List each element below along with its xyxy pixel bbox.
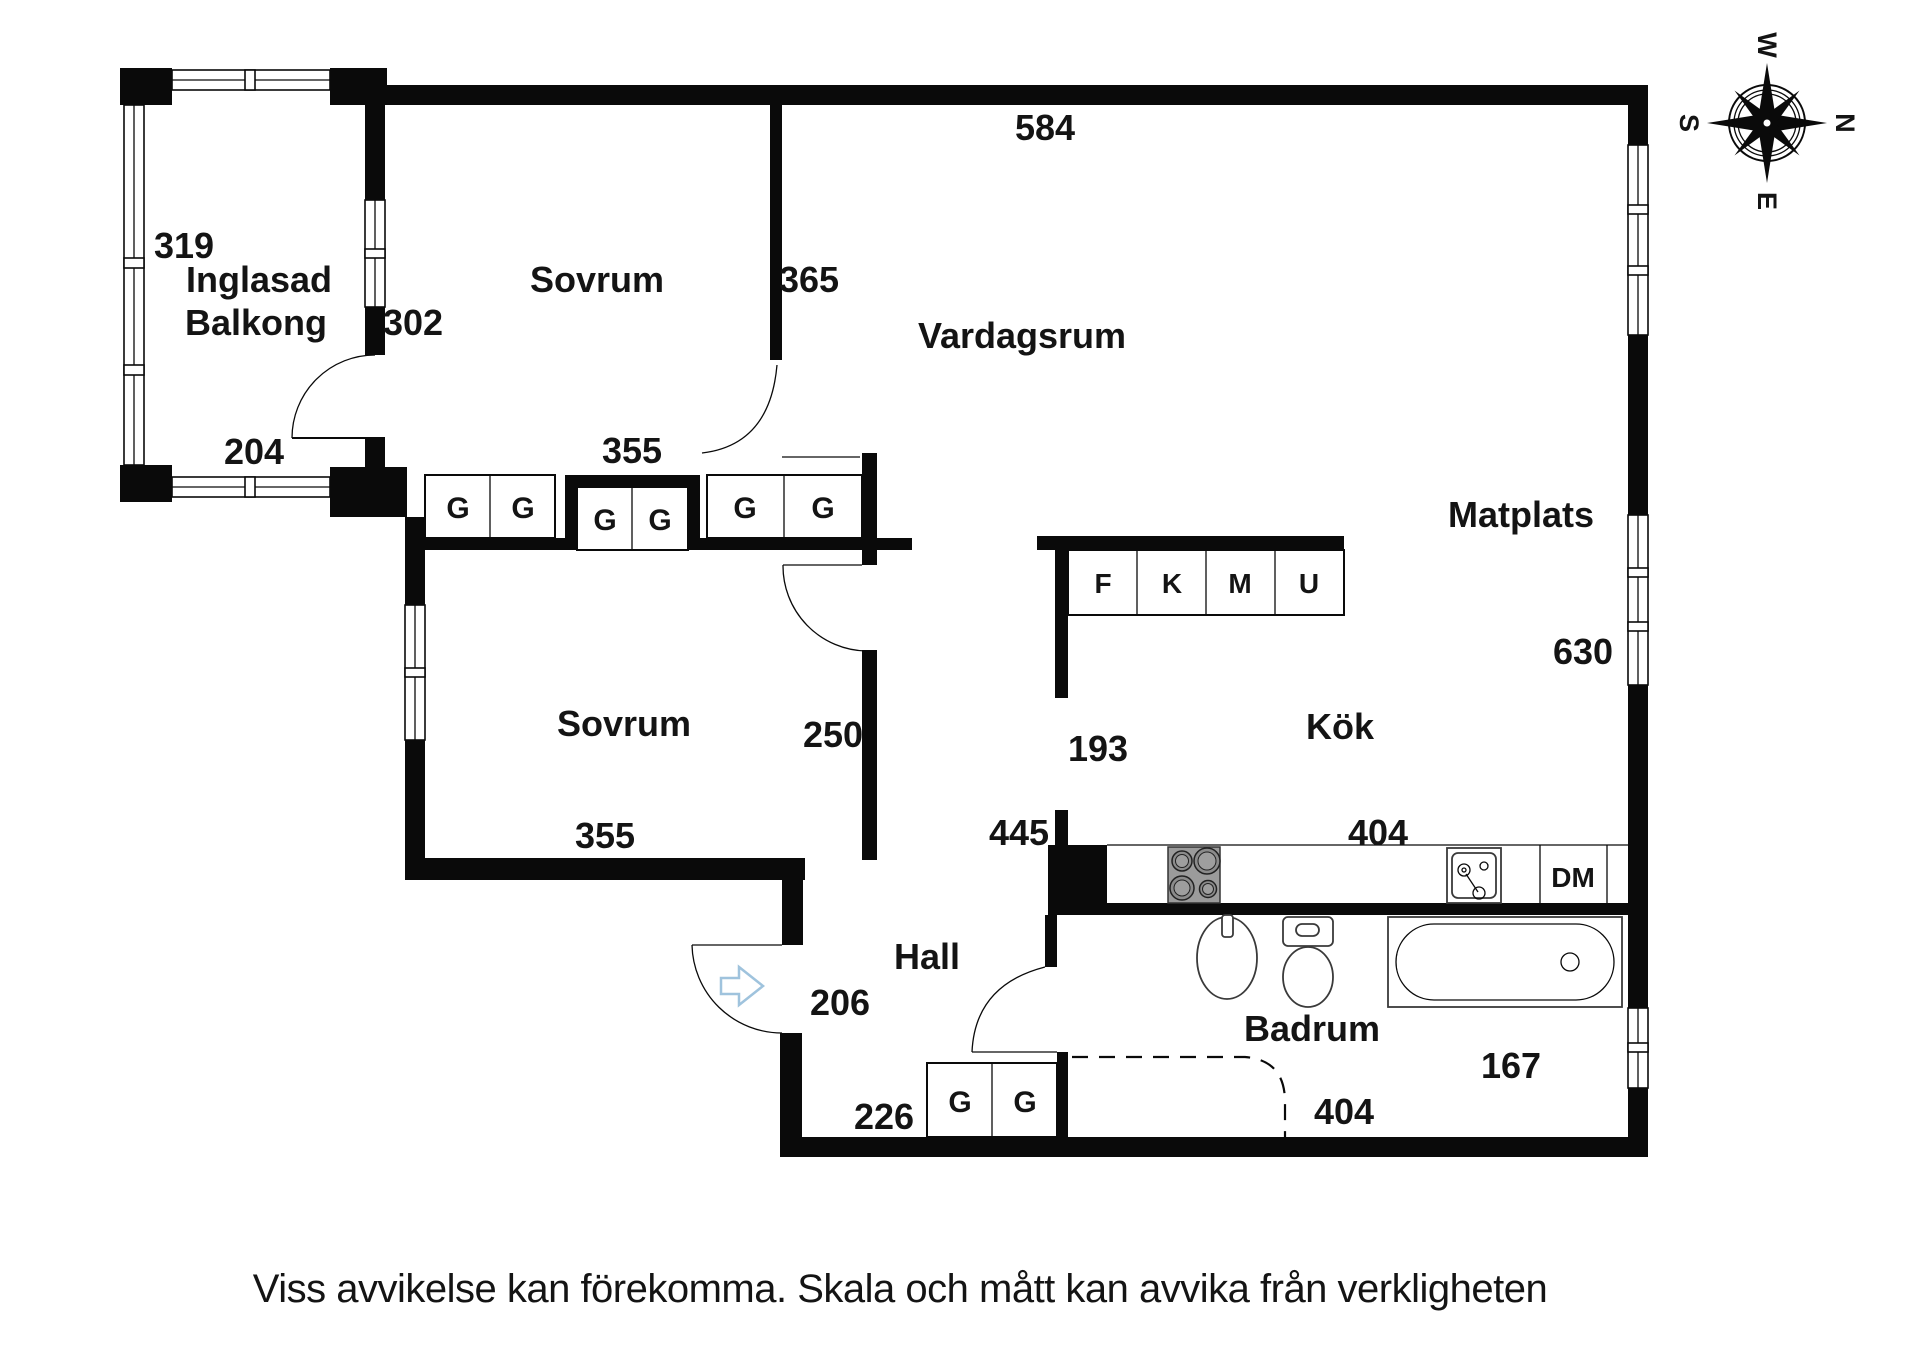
cabinet-k-label: K <box>1162 568 1182 599</box>
wardrobe-g-label: G <box>648 504 671 537</box>
dim-hall-entry: 206 <box>810 982 870 1023</box>
dim-bedroom1-wall: 365 <box>779 259 839 300</box>
dim-bedroom1-width: 355 <box>602 430 662 471</box>
wardrobe-g-label: G <box>511 492 534 525</box>
balcony-label-line2: Balkong <box>185 302 327 343</box>
wardrobe-g-label: G <box>593 504 616 537</box>
compass-west-label: W <box>1752 32 1782 58</box>
dim-living-width: 584 <box>1015 107 1075 148</box>
dim-kitchen-width: 404 <box>1348 812 1408 853</box>
stove-icon <box>1167 846 1221 904</box>
bathtub-icon <box>1387 916 1623 1008</box>
dimension-labels: 319 204 302 355 365 584 630 250 355 193 … <box>154 107 1613 1137</box>
dim-bedroom2-width: 355 <box>575 815 635 856</box>
compass-east-label: E <box>1752 192 1782 210</box>
dim-bathroom-window: 167 <box>1481 1045 1541 1086</box>
balcony-glazing-top-window <box>171 69 331 91</box>
wardrobe-g-label: G <box>446 492 469 525</box>
balcony-glazing-left-window <box>123 104 145 466</box>
bathroom-window <box>1627 1007 1649 1089</box>
wardrobe-g-label: G <box>733 492 756 525</box>
shower-dashed-outline <box>1072 1055 1287 1137</box>
wardrobe-g-label: G <box>948 1086 971 1119</box>
dim-kitchen-pass: 193 <box>1068 728 1128 769</box>
room-labels: Inglasad Balkong Sovrum Vardagsrum Matpl… <box>185 259 1594 1049</box>
dim-hall-width: 226 <box>854 1096 914 1137</box>
kitchen-sink-icon <box>1446 847 1502 904</box>
dim-hall-depth: 445 <box>989 812 1049 853</box>
cabinet-labels: F K M U <box>1094 568 1319 599</box>
dishwasher-label: DM <box>1551 862 1595 893</box>
bathroom-fixtures <box>1072 914 1623 1137</box>
bedroom1-label: Sovrum <box>530 259 664 300</box>
kitchen-counter: DM <box>1107 844 1628 904</box>
windows <box>123 69 1649 1089</box>
kitchen-label: Kök <box>1306 706 1375 747</box>
compass-rose: N E S W <box>1674 32 1860 210</box>
cabinet-f-label: F <box>1094 568 1111 599</box>
hall-label: Hall <box>894 936 960 977</box>
bedroom1-balcony-window <box>364 199 386 308</box>
dishwasher-slot: DM <box>1539 845 1608 903</box>
disclaimer-text: Viss avvikelse kan förekomma. Skala och … <box>253 1267 1547 1311</box>
dim-balcony-door: 302 <box>383 302 443 343</box>
dining-label: Matplats <box>1448 494 1594 535</box>
dim-balcony-depth: 319 <box>154 225 214 266</box>
doors <box>291 354 1057 1053</box>
dim-bedroom2-door: 250 <box>803 714 863 755</box>
bedroom2-label: Sovrum <box>557 703 691 744</box>
kitchen-tall-cabinets <box>1067 549 1345 616</box>
dim-bathroom-width: 404 <box>1314 1091 1374 1132</box>
balcony-glazing-bottom-window <box>171 476 331 498</box>
wardrobe-labels: G G G G G G G G <box>446 492 1036 1119</box>
dining-window <box>1627 514 1649 686</box>
cabinet-m-label: M <box>1228 568 1251 599</box>
walls <box>120 68 1648 1157</box>
bedroom2-window <box>404 604 426 741</box>
wardrobes <box>424 474 1058 1138</box>
wardrobe-g-label: G <box>1013 1086 1036 1119</box>
bathroom-sink-icon <box>1196 914 1258 1000</box>
entry-door <box>691 944 783 1034</box>
livingroom-window <box>1627 144 1649 336</box>
bathroom-door <box>971 966 1057 1053</box>
compass-north-label: N <box>1830 113 1860 133</box>
livingroom-label: Vardagsrum <box>918 315 1126 356</box>
cabinet-u-label: U <box>1299 568 1319 599</box>
wardrobe-g-label: G <box>811 492 834 525</box>
entry-arrow-icon <box>719 964 766 1008</box>
bedroom1-door <box>701 364 860 458</box>
balcony-label-line1: Inglasad <box>186 259 332 300</box>
balcony-door <box>291 354 385 439</box>
dim-balcony-width: 204 <box>224 431 284 472</box>
bedroom2-door <box>782 564 867 652</box>
dim-dining-depth: 630 <box>1553 631 1613 672</box>
toilet-icon <box>1282 916 1334 1008</box>
compass-south-label: S <box>1674 114 1704 132</box>
bathroom-label: Badrum <box>1244 1008 1380 1049</box>
